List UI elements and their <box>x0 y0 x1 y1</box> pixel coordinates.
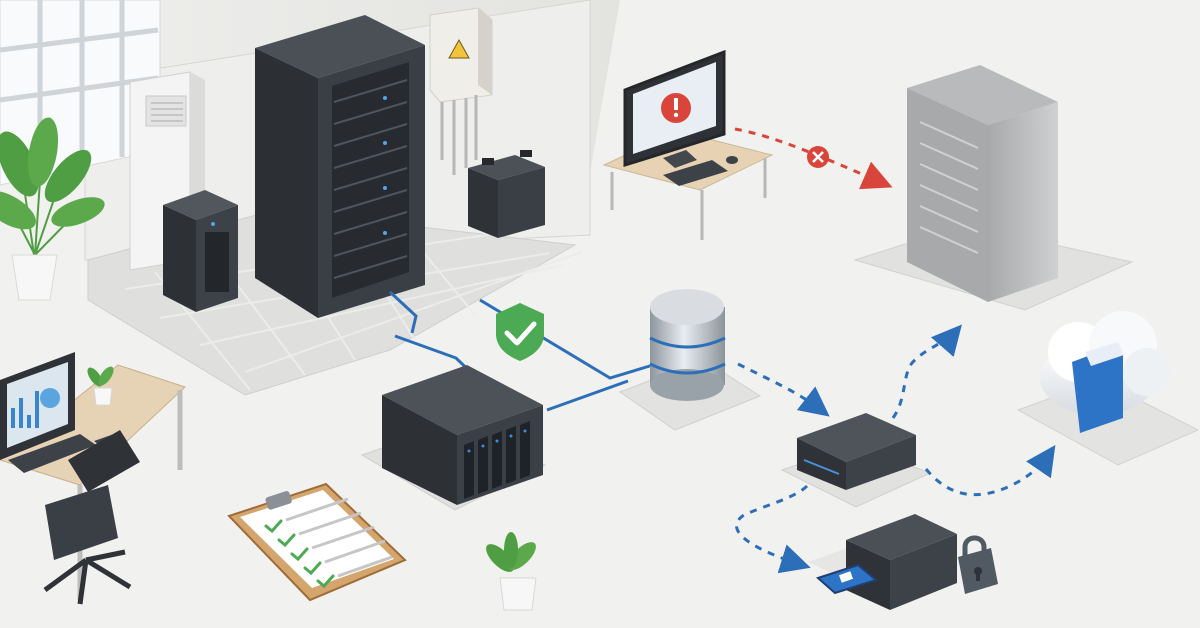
office-workstation <box>0 352 186 605</box>
electrical-panel <box>429 7 493 175</box>
tape-library <box>808 514 957 610</box>
alert-workstation <box>602 49 774 240</box>
check-icon <box>504 321 537 346</box>
offsite-server-rack <box>853 65 1134 311</box>
backup-flows <box>735 324 1056 574</box>
cloud-storage <box>1016 311 1200 466</box>
database-cylinder <box>618 289 762 431</box>
large-plant <box>0 117 105 301</box>
security-shield <box>496 303 544 361</box>
padlock-icon <box>958 535 998 594</box>
main-server-rack <box>255 15 425 318</box>
desk-plant <box>87 366 114 406</box>
failed-replication-link <box>734 127 893 190</box>
backup-appliance <box>780 413 932 508</box>
small-plant <box>486 532 537 611</box>
nas-device <box>360 365 547 511</box>
folder-icon <box>1072 350 1123 433</box>
battery-bank <box>468 150 545 238</box>
ups-unit <box>163 190 238 312</box>
clipboard-check-icon <box>227 482 407 602</box>
